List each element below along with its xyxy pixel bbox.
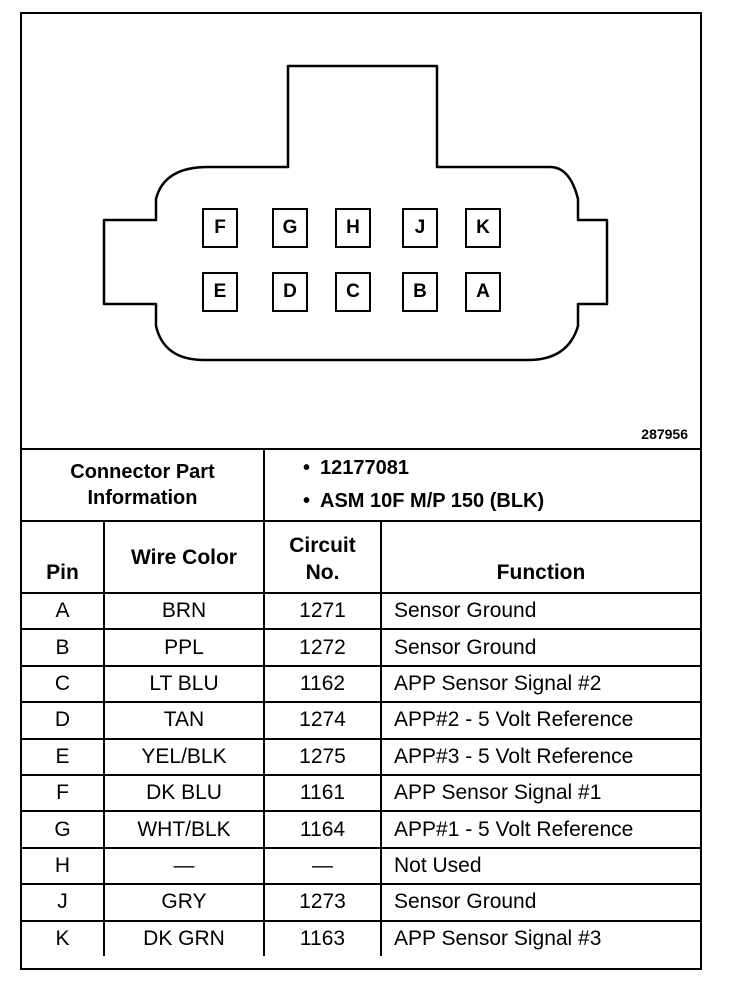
wire-color-cell: WHT/BLK	[103, 810, 265, 849]
circuit-no-cell: 1271	[263, 591, 382, 631]
circuit-no-cell: 1162	[263, 664, 382, 704]
circuit-no-cell: 1163	[263, 919, 382, 956]
part-info-row: Connector Part Information 12177081 ASM …	[22, 448, 701, 522]
function-cell: APP Sensor Signal #1	[379, 773, 701, 813]
pin-cell: E	[22, 737, 105, 776]
table-row: H——Not Used	[22, 846, 701, 886]
header-circuit-line1: Circuit	[289, 534, 356, 557]
header-wire-color: Wire Color	[103, 520, 265, 594]
connector-sheet: F G H J K E D C B A 287956 Connector Par…	[20, 12, 702, 970]
pin-cell: K	[22, 919, 105, 956]
wire-color-cell: TAN	[103, 701, 265, 740]
wire-color-cell: LT BLU	[103, 664, 265, 704]
pin-cell: F	[22, 773, 105, 813]
function-cell: Sensor Ground	[379, 628, 701, 667]
function-cell: APP#2 - 5 Volt Reference	[379, 701, 701, 740]
pin-cell: H	[22, 846, 105, 886]
function-cell: APP Sensor Signal #2	[379, 664, 701, 704]
circuit-no-cell: 1275	[263, 737, 382, 776]
pin-cell: J	[22, 883, 105, 922]
wire-color-cell: DK GRN	[103, 919, 265, 956]
circuit-no-cell: 1272	[263, 628, 382, 667]
function-cell: Sensor Ground	[379, 591, 701, 631]
pin-cell: A	[22, 591, 105, 631]
header-function: Function	[379, 520, 701, 594]
connector-diagram: F G H J K E D C B A 287956	[22, 14, 700, 448]
pin-h-cavity: H	[335, 208, 371, 248]
table-header-row: Pin Wire Color Circuit No. Function	[22, 520, 701, 594]
pin-cell: B	[22, 628, 105, 667]
function-cell: APP#3 - 5 Volt Reference	[379, 737, 701, 776]
circuit-no-cell: 1161	[263, 773, 382, 813]
pin-d-cavity: D	[272, 272, 308, 312]
pin-c-cavity: C	[335, 272, 371, 312]
function-cell: APP Sensor Signal #3	[379, 919, 701, 956]
pin-j-cavity: J	[402, 208, 438, 248]
header-pin: Pin	[22, 520, 105, 594]
wire-color-cell: DK BLU	[103, 773, 265, 813]
pin-g-cavity: G	[272, 208, 308, 248]
pin-b-cavity: B	[402, 272, 438, 312]
wire-color-cell: PPL	[103, 628, 265, 667]
pin-k-cavity: K	[465, 208, 501, 248]
function-cell: Not Used	[379, 846, 701, 886]
function-cell: APP#1 - 5 Volt Reference	[379, 810, 701, 849]
connector-pinout-table: Connector Part Information 12177081 ASM …	[22, 448, 701, 956]
pin-e-cavity: E	[202, 272, 238, 312]
circuit-no-cell: 1274	[263, 701, 382, 740]
wire-color-cell: GRY	[103, 883, 265, 922]
wire-color-cell: BRN	[103, 591, 265, 631]
pin-cell: C	[22, 664, 105, 704]
part-info-label-line2: Information	[87, 487, 198, 509]
part-info-label-line1: Connector Part	[70, 461, 215, 483]
figure-number: 287956	[641, 426, 688, 442]
part-info-list: 12177081 ASM 10F M/P 150 (BLK)	[262, 448, 701, 522]
function-cell: Sensor Ground	[379, 883, 701, 922]
header-circuit-line2: No.	[305, 561, 340, 584]
part-description: ASM 10F M/P 150 (BLK)	[303, 485, 700, 518]
connector-outline	[102, 64, 609, 362]
part-number: 12177081	[303, 452, 700, 485]
part-info-label: Connector Part Information	[22, 448, 265, 522]
wire-color-cell: —	[103, 846, 265, 886]
circuit-no-cell: 1273	[263, 883, 382, 922]
pin-f-cavity: F	[202, 208, 238, 248]
header-circuit-no: Circuit No.	[263, 520, 382, 594]
pin-a-cavity: A	[465, 272, 501, 312]
pin-cell: G	[22, 810, 105, 849]
wire-color-cell: YEL/BLK	[103, 737, 265, 776]
circuit-no-cell: —	[263, 846, 382, 886]
pin-cell: D	[22, 701, 105, 740]
circuit-no-cell: 1164	[263, 810, 382, 849]
